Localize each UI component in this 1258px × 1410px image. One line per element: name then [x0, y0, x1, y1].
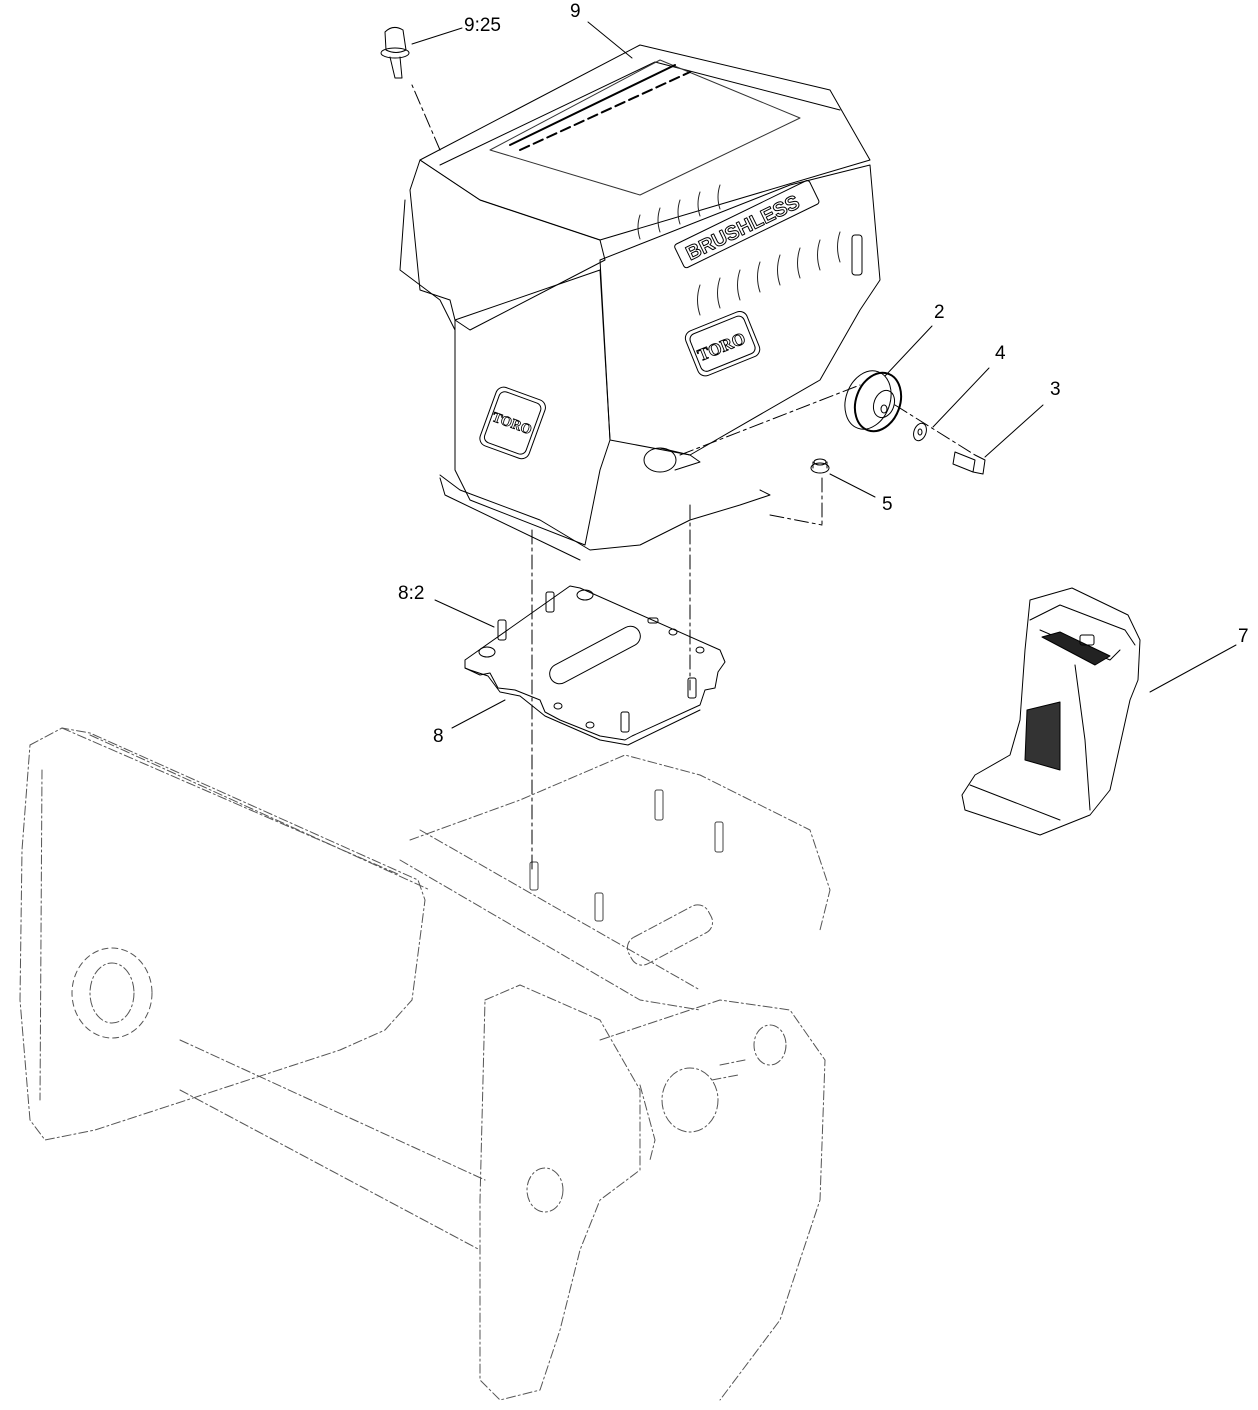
callout-9-25: 9:25 — [464, 15, 501, 36]
frame-studs — [529, 789, 724, 922]
toro-logo-side: TORO — [479, 386, 546, 460]
callout-2: 2 — [934, 302, 945, 323]
mounting-studs — [497, 591, 697, 733]
callout-8-2: 8:2 — [398, 583, 425, 604]
callout-4: 4 — [995, 343, 1006, 364]
battery-charger — [961, 587, 1141, 836]
push-pin — [380, 26, 410, 79]
mounting-plate — [464, 585, 726, 746]
washer — [913, 422, 927, 442]
pulley — [844, 370, 903, 433]
svg-text:TORO: TORO — [695, 329, 748, 365]
callout-9: 9 — [570, 1, 581, 22]
auger-housing-frame — [19, 727, 831, 1401]
callout-8: 8 — [433, 726, 444, 747]
flange-nut — [810, 458, 830, 474]
motor-housing: BRUSHLESS TORO TORO — [399, 44, 881, 561]
callout-7: 7 — [1238, 626, 1249, 647]
toro-logo-front: TORO — [684, 310, 761, 377]
alignment-lines — [411, 84, 976, 871]
svg-text:BRUSHLESS: BRUSHLESS — [683, 191, 804, 265]
leader-lines — [411, 21, 1237, 729]
svg-text:TORO: TORO — [490, 410, 534, 438]
housing-fins — [637, 184, 841, 316]
bolt — [952, 451, 986, 475]
callout-5: 5 — [882, 494, 893, 515]
callout-3: 3 — [1050, 379, 1061, 400]
